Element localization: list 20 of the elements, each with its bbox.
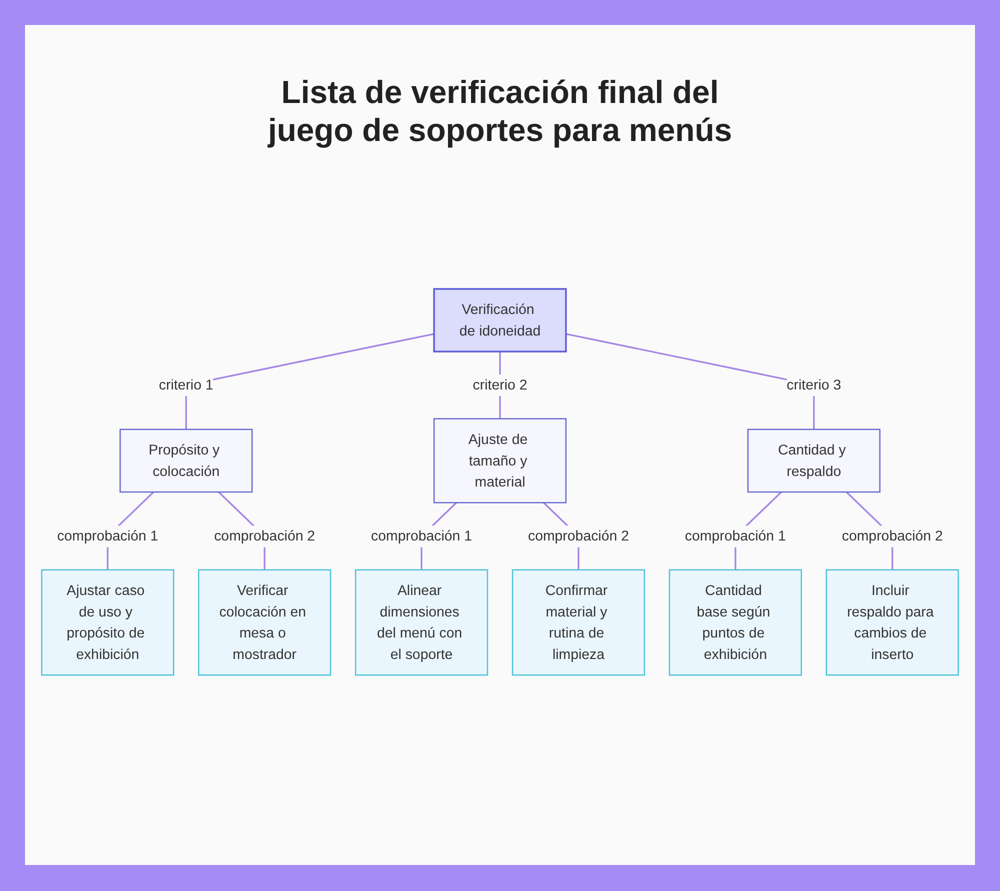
node-box: Ajustar caso de uso y propósito de exhibición (41, 569, 174, 676)
edge-label: criterio 1 (158, 376, 214, 393)
diagram-title: Lista de verificación final del juego de soportes para menús (266, 73, 734, 150)
edge-label: comprobación 1 (371, 528, 472, 544)
node-box: Confirmar material y rutina de limpieza (512, 569, 646, 676)
edge-label: comprobación 1 (57, 528, 158, 544)
node-box: Ajuste de tamaño y material (433, 418, 567, 504)
node-box: Alinear dimensiones del menú con el soporte (354, 569, 488, 676)
edge-label: criterio 3 (786, 376, 842, 393)
node-box: Incluir respaldo para cambios de inserto (826, 569, 959, 676)
node-box: Cantidad base según puntos de exhibición (668, 569, 802, 676)
node-box: Verificación de idoneidad (433, 288, 567, 352)
edge-label: comprobación 2 (842, 528, 943, 544)
node-box: Cantidad y respaldo (747, 428, 880, 492)
edge-label: comprobación 2 (214, 528, 316, 544)
node-box: Verificar colocación en mesa o mostrador (198, 569, 332, 676)
node-box: Propósito y colocación (120, 428, 253, 492)
edge-label: comprobación 1 (684, 528, 786, 544)
edge-label: criterio 2 (472, 376, 528, 393)
edge-label: comprobación 2 (528, 528, 629, 544)
